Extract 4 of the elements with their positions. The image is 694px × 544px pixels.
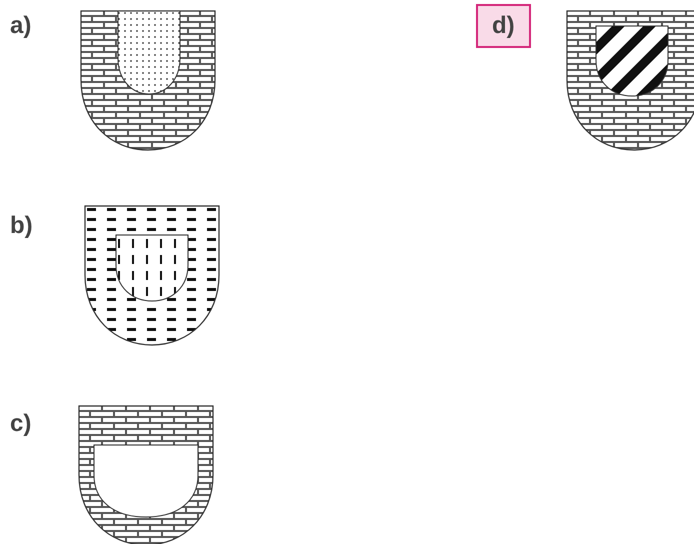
item-label: b) — [10, 212, 33, 240]
item-label: a) — [10, 12, 32, 40]
highlighted-label: d) — [476, 4, 531, 48]
item-label: c) — [10, 410, 32, 438]
